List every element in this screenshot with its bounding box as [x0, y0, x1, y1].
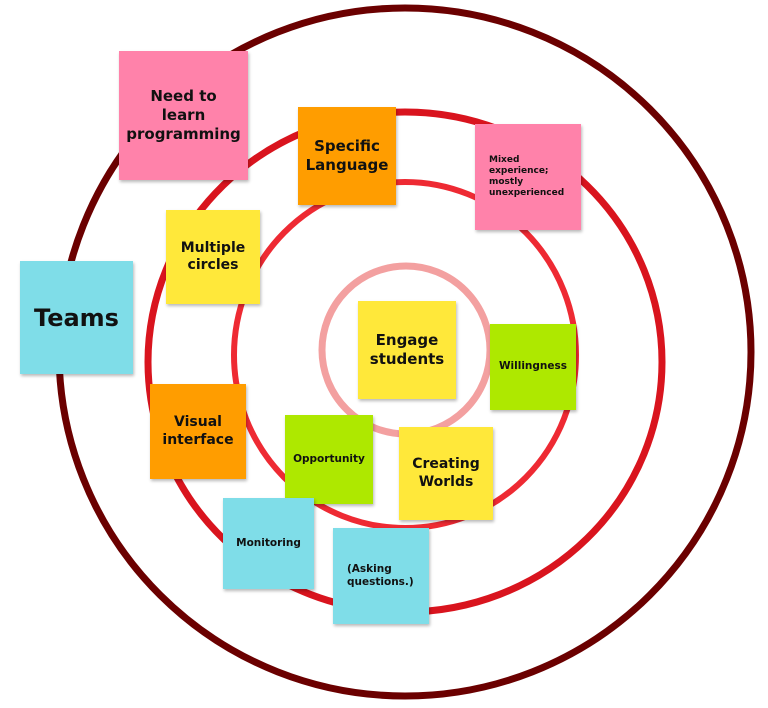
note-monitoring: Monitoring [223, 498, 314, 589]
note-mixed-experience: Mixed experience; mostly unexperienced [475, 124, 581, 230]
note-opportunity: Opportunity [285, 415, 373, 504]
note-specific-language: Specific Language [298, 107, 396, 205]
note-engage-students: Engage students [358, 301, 456, 399]
note-creating-worlds: Creating Worlds [399, 427, 493, 520]
note-teams: Teams [20, 261, 133, 374]
note-need-to-learn-programming: Need to learn programming [119, 51, 248, 180]
note-asking-questions: (Asking questions.) [333, 528, 429, 624]
note-visual-interface: Visual interface [150, 384, 246, 479]
note-willingness: Willingness [490, 324, 576, 410]
note-multiple-circles: Multiple circles [166, 210, 260, 304]
